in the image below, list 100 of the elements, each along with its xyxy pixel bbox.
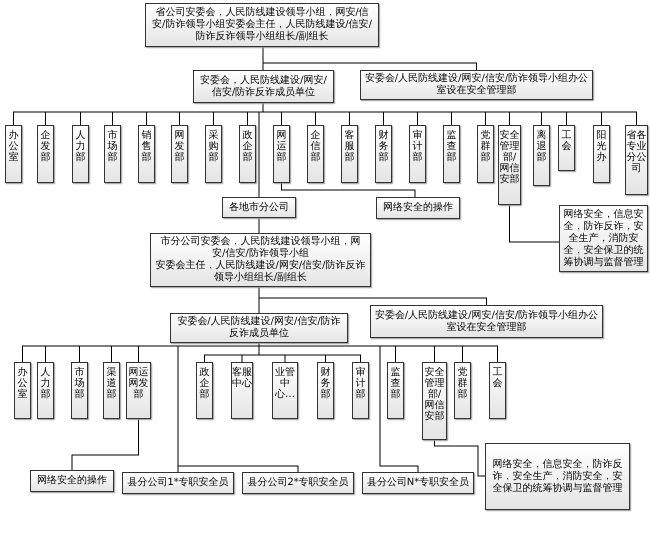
org-box <box>370 305 603 338</box>
box-text: 阳光办 <box>596 130 606 163</box>
box-text: 政企部 <box>242 130 252 163</box>
org-box <box>376 197 460 219</box>
box-text: 监查部 <box>446 130 456 163</box>
org-box <box>454 362 471 419</box>
org-box <box>242 472 354 494</box>
org-box <box>387 362 404 419</box>
box-text: 网络安全的操作 <box>383 202 453 214</box>
org-box <box>138 125 155 183</box>
connector-line <box>281 182 416 198</box>
org-box <box>5 125 22 183</box>
org-box <box>171 125 188 183</box>
org-box <box>193 70 334 103</box>
box-text: 人力部 <box>40 367 50 400</box>
org-box <box>477 125 494 183</box>
org-box <box>72 125 89 183</box>
box-text: 人力部 <box>76 130 86 163</box>
connector-line <box>258 218 260 234</box>
org-box <box>443 125 460 183</box>
box-text: 安全管理部/网信安部 <box>500 130 520 185</box>
box-text: 网运网发部 <box>128 367 148 400</box>
box-text: 财务部 <box>378 130 388 163</box>
org-box <box>14 362 31 419</box>
box-text: 市分公司安委会，人民防线建设领导小组，网安/信安/防诈领导小组 <box>160 236 362 260</box>
org-box <box>409 125 426 183</box>
org-box <box>150 233 371 287</box>
box-text: 网络安全的操作 <box>37 475 107 487</box>
box-text: 省公司安委会，人民防线建设领导小组，网安/信安/防诈领导小组安委会主任，人民防线建设/信安/防诈反诈领导小组组长/副组长 <box>150 7 374 43</box>
box-text: 安委会，人民防线建设/网安/信安/防诈反诈成员单位 <box>199 74 328 98</box>
org-box <box>307 125 324 183</box>
org-box <box>498 125 521 205</box>
box-text: 监查部 <box>390 367 400 400</box>
box-text: 市场部 <box>74 367 84 400</box>
box-text: 县分公司N*专职安全员 <box>366 477 470 489</box>
org-box <box>239 125 256 183</box>
box-text: 离退部 <box>536 130 546 163</box>
box-text: 网发部 <box>174 130 184 163</box>
org-box <box>196 362 213 419</box>
box-text: 销售部 <box>142 130 152 163</box>
box-text: 客服部 <box>344 130 354 163</box>
box-text: 业管中心… <box>275 367 295 400</box>
box-text: 各地市分公司 <box>229 202 289 214</box>
box-text: 安委会/人民防线建设/网安/信安/防诈反诈成员单位 <box>176 316 342 340</box>
org-box <box>222 197 296 218</box>
box-text: 网运部 <box>276 130 286 163</box>
org-box <box>170 313 348 343</box>
box-text: 党群部 <box>480 130 490 163</box>
connector-line <box>509 204 560 242</box>
org-box <box>103 362 120 419</box>
box-text: 财务部 <box>320 367 330 400</box>
org-box <box>273 125 290 183</box>
org-box <box>317 362 334 419</box>
org-box <box>71 362 88 419</box>
org-box <box>625 125 648 195</box>
org-box <box>489 362 506 419</box>
org-box <box>104 125 121 183</box>
box-text: 企信部 <box>310 130 320 163</box>
box-text: 政企部 <box>200 367 210 400</box>
org-box <box>272 362 298 419</box>
box-text: 县分公司1*专职安全员 <box>127 477 229 489</box>
org-box <box>205 125 222 183</box>
org-box <box>37 362 54 419</box>
box-text: 党群部 <box>458 367 468 400</box>
box-text: 市场部 <box>108 130 118 163</box>
connector-line <box>178 342 298 472</box>
org-box <box>485 443 630 510</box>
connector-line <box>258 342 418 472</box>
org-box <box>593 125 610 183</box>
org-box <box>341 125 358 183</box>
connector-line <box>262 46 477 70</box>
box-text: 县分公司2*专职安全员 <box>247 477 349 489</box>
org-box <box>558 125 575 171</box>
org-box <box>375 125 392 183</box>
box-text: 工会 <box>562 130 572 152</box>
box-text: 安委会主任，人民防线建设/网安/信安/防诈反诈领导小组组长/副组长 <box>154 260 367 284</box>
org-box <box>30 470 114 492</box>
box-text: 工会 <box>492 367 502 389</box>
box-text: 办公室 <box>8 130 18 163</box>
org-box <box>352 362 369 419</box>
box-text: 安全管理部/网信安部 <box>424 367 444 422</box>
box-text: 网络安全，信息安全，防诈反诈，安全生产，消防安全，安全保卫的统筹协调与监督管理 <box>492 458 624 494</box>
org-box <box>145 3 379 47</box>
box-text: 企发部 <box>40 130 50 163</box>
connector-line <box>72 418 139 470</box>
box-text: 采购部 <box>208 130 218 163</box>
box-text: 安委会/人民防线建设/网安/信安/防诈领导小组办公室设在安全管理部 <box>374 310 599 334</box>
box-text: 安委会/人民防线建设/网安/信安/防诈领导小组办公室设在安全管理部 <box>364 73 589 97</box>
box-text: 网络安全，信息安全，防诈反诈，安全生产，消防安全，安全保卫的统筹协调与监督管理 <box>563 208 644 268</box>
connector-line <box>258 102 264 198</box>
org-box <box>126 362 151 419</box>
connector-line <box>258 286 487 306</box>
box-text: 办公室 <box>18 367 28 400</box>
org-box <box>362 472 474 494</box>
org-box <box>231 362 253 419</box>
org-box <box>533 125 550 186</box>
box-text: 审计部 <box>412 130 422 163</box>
org-box <box>422 362 447 440</box>
box-text: 省各专业分公司 <box>626 130 646 174</box>
box-text: 客服中心 <box>232 367 252 389</box>
